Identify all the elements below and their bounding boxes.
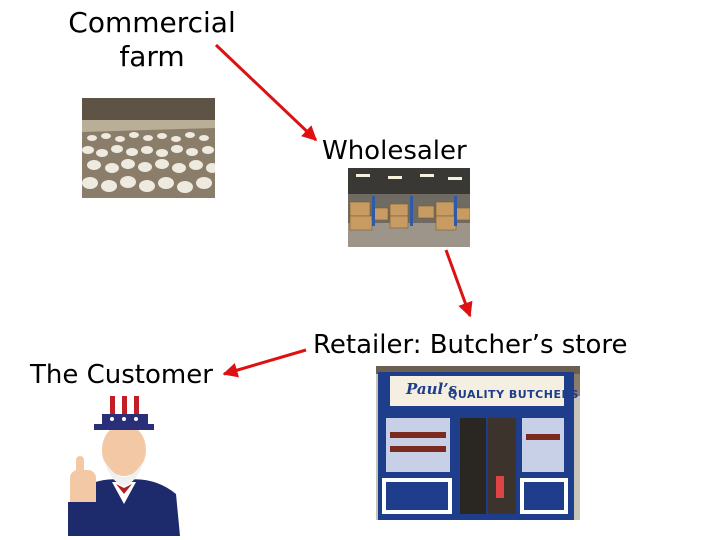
arrow-farm-to-wholesaler (216, 45, 316, 140)
arrow-retailer-to-customer (224, 350, 306, 374)
arrow-wholesaler-to-retailer (446, 250, 470, 316)
